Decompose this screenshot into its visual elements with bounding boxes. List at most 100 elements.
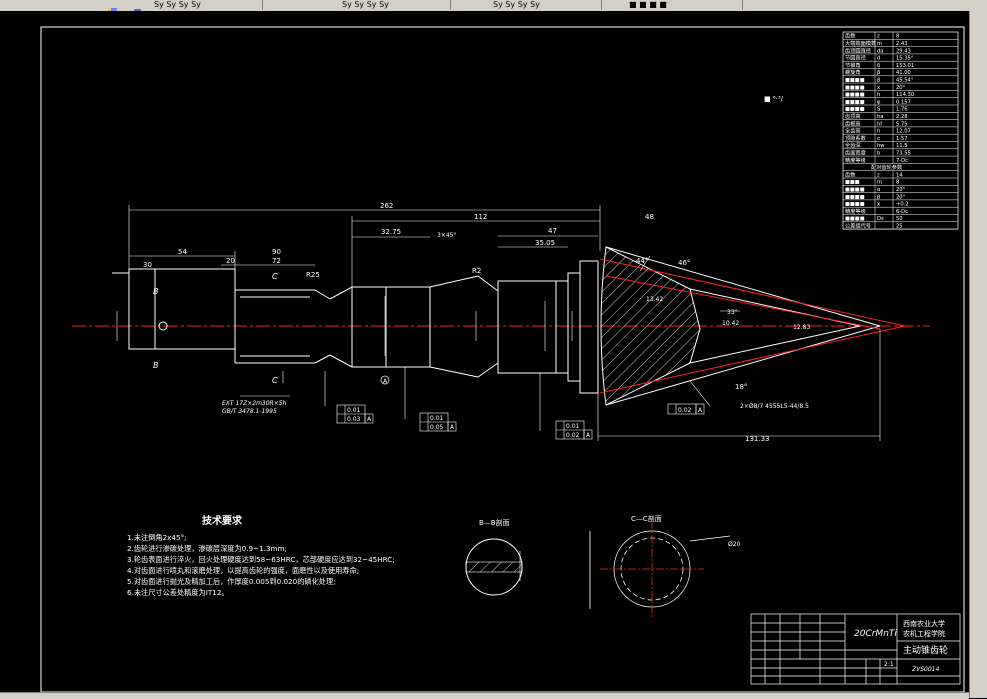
tol-3ref: A bbox=[586, 432, 591, 439]
table-cell: ■■■■ bbox=[845, 216, 865, 222]
table-cell: 14 bbox=[896, 172, 903, 178]
table-cell: 节圆直径 bbox=[845, 54, 866, 62]
section-label-b-bottom: B bbox=[153, 361, 159, 370]
requirement-1: 1.未注倒角2x45°; bbox=[127, 533, 187, 542]
table-cell: hw bbox=[877, 143, 885, 149]
toolbar-icon[interactable] bbox=[108, 1, 117, 15]
table-cell: 0.157 bbox=[896, 99, 911, 105]
gear-section-hatch bbox=[600, 246, 701, 406]
table-cell: ■■■■ bbox=[845, 187, 865, 193]
table-cell: ■■■■ bbox=[845, 202, 865, 208]
cad-drawing-canvas[interactable]: 262 112 48 54 30 20 90 72 32.75 3×45° 47… bbox=[0, 11, 969, 692]
table-cell: 螺旋角 bbox=[845, 68, 861, 76]
table-cell: ■■■■ bbox=[845, 92, 865, 98]
table-cell: δ bbox=[877, 63, 880, 69]
dim-12: 12.83 bbox=[793, 324, 810, 331]
table-cell: 公差组代号 bbox=[845, 222, 871, 230]
shaft-outline bbox=[112, 260, 599, 394]
dim-angle-33: 33° bbox=[727, 309, 738, 316]
section-c-title: C—C剖面 bbox=[631, 514, 662, 523]
tol-2a: 0.01 bbox=[430, 415, 444, 422]
table-cell: β bbox=[877, 194, 880, 200]
table-cell: 5.75 bbox=[896, 121, 908, 127]
tab-4[interactable]: ■ ■ ■ ■ bbox=[623, 0, 743, 10]
table-cell: h bbox=[877, 129, 880, 135]
title-material: 20CrMnTi bbox=[854, 629, 897, 639]
table-cell: 8 bbox=[896, 34, 899, 40]
table-cell: ■■■■ bbox=[845, 78, 865, 84]
table-cell: 精度等级 bbox=[845, 207, 866, 215]
title-school2: 农机工程学院 bbox=[903, 629, 945, 638]
diameter-marks bbox=[116, 296, 573, 356]
table-cell: 6-Dc bbox=[896, 209, 908, 215]
dim-10: 10.42 bbox=[722, 320, 739, 327]
table-cell: 20° bbox=[896, 194, 906, 200]
table-cell: ■■■■ bbox=[845, 107, 865, 113]
dim-72: 72 bbox=[272, 257, 281, 265]
section-b-title: B—B剖面 bbox=[479, 518, 510, 527]
dim-35: 35.05 bbox=[535, 239, 555, 247]
table-cell: 153.01 bbox=[896, 63, 914, 69]
dim-30: 30 bbox=[143, 261, 152, 269]
table-cell: 顶隙系数 bbox=[845, 134, 867, 142]
view-icon[interactable] bbox=[133, 1, 142, 15]
section-b-view bbox=[465, 538, 523, 596]
dim-angle-46: 46° bbox=[678, 259, 690, 267]
table-cell: da bbox=[877, 48, 883, 54]
title-school: 西南农业大学 bbox=[903, 619, 945, 628]
spline-standard: GB/T 3478.1-1995 bbox=[222, 408, 277, 415]
table-cell: 7-Dc bbox=[896, 158, 908, 164]
datum-a-marker bbox=[380, 375, 390, 385]
dim-90: 90 bbox=[272, 248, 281, 256]
table-cell: 12.07 bbox=[896, 129, 911, 135]
requirement-2: 2.齿轮进行渗碳处理，渗碳层深度为0.9~1.3mm; bbox=[127, 544, 287, 553]
tab-3[interactable]: Sy Sy Sy Sy bbox=[487, 0, 602, 10]
dim-48: 48 bbox=[645, 213, 654, 221]
gear-note: 2×Ø8/7 4555L5-44/8.5 bbox=[740, 403, 809, 410]
bottom-frame bbox=[0, 692, 969, 699]
table-cell: 114.30 bbox=[896, 92, 914, 98]
dim-angle-18: 18° bbox=[735, 383, 747, 391]
spline-note: EXT 17Z×2m30R×5h bbox=[222, 400, 287, 407]
tab-1[interactable]: Sy Sy Sy Sy bbox=[148, 0, 263, 10]
table-cell: ■■■ bbox=[845, 180, 860, 186]
table-cell: 15.35° bbox=[896, 56, 914, 62]
dim-chamfer: 3×45° bbox=[437, 232, 456, 239]
dim-r25: R25 bbox=[306, 271, 320, 279]
dim-54: 54 bbox=[178, 248, 187, 256]
table-cell: ha bbox=[877, 114, 883, 120]
tol-3b: 0.02 bbox=[566, 432, 580, 439]
table-cell: 齿面宽度 bbox=[845, 149, 866, 157]
dim-angle-44: 44° bbox=[636, 257, 648, 265]
table-cell: m bbox=[877, 41, 882, 47]
table-cell: 20° bbox=[896, 187, 906, 193]
table-cell: 29.43 bbox=[896, 48, 911, 54]
dim-131: 131.33 bbox=[745, 435, 770, 443]
table-cell: 大端端面模数 bbox=[845, 39, 877, 47]
table-cell: β bbox=[877, 78, 880, 84]
title-block bbox=[750, 613, 961, 685]
table-cell: ■■■■ bbox=[845, 194, 865, 200]
table-subheader: 配对齿轮参数 bbox=[871, 163, 903, 171]
table-cell: 2.28 bbox=[896, 114, 908, 120]
tab-2[interactable]: Sy Sy Sy Sy bbox=[336, 0, 451, 10]
dim-20: 20 bbox=[226, 257, 235, 265]
table-cell: 全齿高 bbox=[845, 127, 861, 135]
table-cell: z bbox=[877, 172, 880, 178]
table-cell: 11.5 bbox=[896, 143, 908, 149]
dim-13: 13.42 bbox=[646, 296, 663, 303]
dim-47: 47 bbox=[548, 227, 557, 235]
section-label-b-top: B bbox=[153, 287, 159, 296]
table-cell: Ds bbox=[877, 216, 884, 222]
requirement-4: 4.对齿面进行喷丸和滚磨处理，以提高齿轮的强度，面磨性以及使用寿命; bbox=[127, 566, 359, 575]
table-cell: x bbox=[877, 202, 880, 208]
right-frame bbox=[969, 11, 987, 698]
dimension-lines bbox=[128, 205, 881, 441]
table-cell: 1.57 bbox=[896, 136, 908, 142]
datum-a: A bbox=[383, 378, 388, 385]
section-c-note: Ø20 bbox=[728, 541, 741, 548]
surface-roughness-symbol: ■ ⁶·³/ bbox=[764, 95, 784, 103]
table-cell: 精度等级 bbox=[845, 156, 866, 164]
table-cell: 8 bbox=[896, 180, 899, 186]
